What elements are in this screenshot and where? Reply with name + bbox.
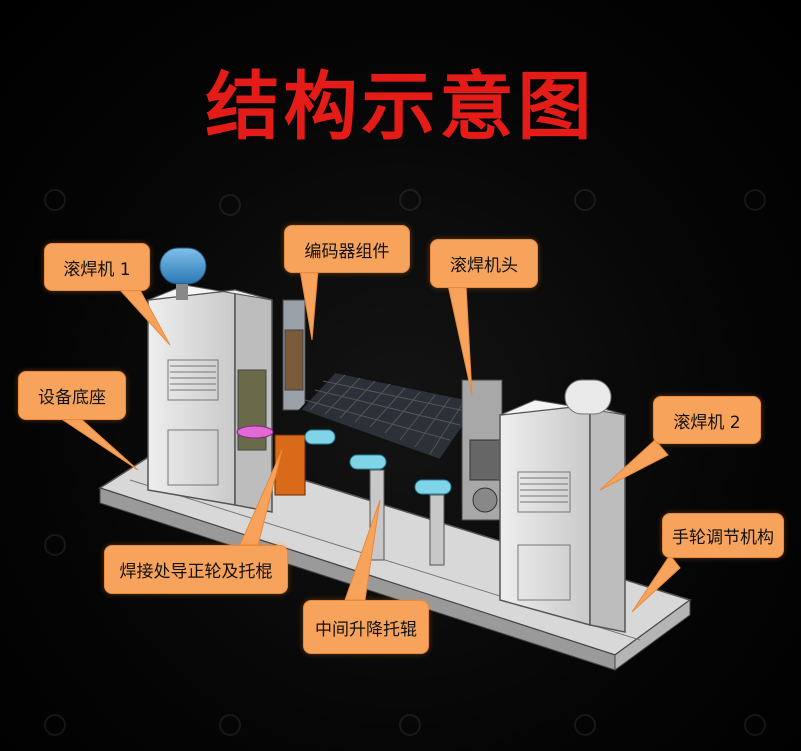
callout-encoder: 编码器组件 [284,225,410,273]
mesh-conveyor [298,370,482,462]
callout-welder-2: 滚焊机 2 [653,396,761,444]
callout-handwheel: 手轮调节机构 [662,513,784,558]
welder-1-cabinet [147,284,273,513]
callout-guide-wheel: 焊接处导正轮及托棍 [104,545,288,594]
page-title: 结构示意图 [205,64,596,150]
weld-head-unit [461,379,503,521]
callout-base: 设备底座 [18,371,126,420]
welder-2-cabinet [499,399,626,633]
watermark-logos [44,189,766,736]
encoder-column [236,299,306,496]
callout-pointers [58,269,681,613]
gas-tank-left [159,247,207,300]
callout-weld-head: 滚焊机头 [430,239,538,288]
callout-welder-1: 滚焊机 1 [44,243,150,291]
callout-middle-roller: 中间升降托辊 [303,600,429,654]
gas-tank-right [564,379,612,415]
